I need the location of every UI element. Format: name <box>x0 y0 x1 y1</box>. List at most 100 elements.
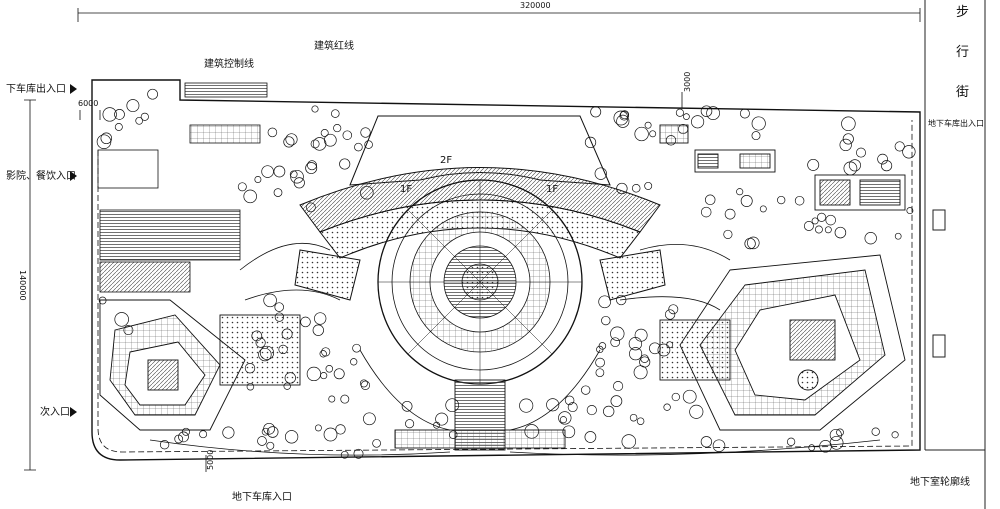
tree-symbol <box>665 135 677 146</box>
tree-symbol <box>261 165 274 178</box>
tree-symbol <box>255 337 266 348</box>
tree-symbol <box>340 450 349 459</box>
dimension-height: 140000 <box>18 270 27 301</box>
tree-symbol <box>864 232 877 245</box>
main-building <box>294 115 666 301</box>
tree-symbol <box>747 236 760 250</box>
tree-symbol <box>306 366 322 382</box>
tree-symbol <box>843 161 858 176</box>
tree-symbol <box>877 153 888 165</box>
tree-symbol <box>290 169 304 184</box>
tree-symbol <box>244 363 256 374</box>
arrow-garage-left <box>70 84 77 94</box>
label-floor-1f-right: 1F <box>546 184 559 195</box>
tree-symbol <box>263 293 277 308</box>
tree-symbol <box>808 444 816 451</box>
tree-symbol <box>668 304 679 315</box>
tree-symbol <box>562 425 576 439</box>
tree-symbol <box>102 107 117 122</box>
street-label-3: 街 <box>956 85 970 100</box>
tree-symbol <box>319 350 327 358</box>
tree-symbol <box>281 328 293 340</box>
tree-symbol <box>335 424 346 435</box>
entrance-garage-left: 下车库出入口 <box>6 84 66 95</box>
tree-symbol <box>123 325 134 336</box>
tree-symbol <box>759 205 767 213</box>
entrance-garage-bottom: 地下车库入口 <box>232 492 292 503</box>
tree-symbol <box>320 372 328 380</box>
tree-symbol <box>333 124 342 133</box>
dimension-setback-mid: 3000 <box>683 71 692 92</box>
tree-symbol <box>634 328 648 342</box>
tree-symbol <box>320 129 329 137</box>
tree-symbol <box>829 435 844 450</box>
tree-symbol <box>610 337 621 348</box>
tree-symbol <box>306 202 316 213</box>
tree-symbol <box>644 181 653 190</box>
pedestrian-street <box>924 0 986 509</box>
tree-symbol <box>323 427 338 442</box>
tree-symbol <box>639 356 651 368</box>
tree-symbol <box>906 207 914 215</box>
label-building-red-line: 建筑红线 <box>314 41 354 52</box>
tree-symbol <box>331 109 340 118</box>
tree-symbol <box>257 436 267 446</box>
tree-symbol <box>848 159 861 172</box>
dimension-lines <box>24 8 921 472</box>
tree-symbol <box>325 365 334 373</box>
tree-symbol <box>323 133 337 147</box>
tree-symbol <box>610 395 623 407</box>
tree-symbol <box>199 430 208 439</box>
tree-symbol <box>135 116 144 125</box>
tree-symbol <box>333 368 345 380</box>
tree-symbol <box>274 302 284 312</box>
tree-symbol <box>689 404 704 419</box>
tree-symbol <box>222 426 235 439</box>
tree-symbol <box>100 132 113 145</box>
tree-symbol <box>649 130 657 138</box>
tree-symbol <box>524 424 539 439</box>
tree-symbol <box>581 385 591 395</box>
tree-symbol <box>803 221 814 231</box>
tree-symbol <box>305 162 318 175</box>
tree-symbol <box>445 398 460 413</box>
tree-symbol <box>254 176 262 183</box>
tree-symbol <box>881 160 893 172</box>
tree-symbol <box>178 431 189 443</box>
tree-symbol <box>283 136 295 148</box>
tree-symbol <box>594 167 607 180</box>
street-label-2: 行 <box>956 45 970 60</box>
right-plaza <box>659 254 906 431</box>
south-axis-walk <box>394 379 566 451</box>
tree-symbol <box>261 427 270 436</box>
tree-symbol <box>359 379 368 388</box>
tree-symbol <box>314 424 322 432</box>
tree-symbol <box>664 309 676 320</box>
tree-symbol <box>567 402 578 413</box>
top-left-courtyard <box>97 82 268 293</box>
tree-symbol <box>777 195 786 205</box>
tree-symbol <box>114 123 123 131</box>
tree-symbol <box>350 358 358 366</box>
tree-symbol <box>657 343 671 357</box>
tree-symbol <box>817 212 827 222</box>
tree-symbol <box>678 124 689 135</box>
tree-symbol <box>360 185 374 200</box>
tree-symbol <box>519 398 534 413</box>
tree-symbol <box>307 160 317 171</box>
tree-symbol <box>712 439 726 452</box>
tree-symbol <box>310 139 320 149</box>
tree-symbol <box>839 138 852 152</box>
tree-symbol <box>246 382 255 391</box>
tree-symbol <box>586 405 597 416</box>
tree-symbol <box>704 194 716 206</box>
tree-symbol <box>360 380 371 390</box>
tree-symbol <box>273 188 283 197</box>
tree-symbol <box>114 312 129 327</box>
tree-symbol <box>619 111 629 121</box>
tree-symbol <box>342 130 353 140</box>
tree-symbol <box>300 316 311 328</box>
tree-symbol <box>266 441 275 450</box>
tree-symbol <box>289 170 298 179</box>
tree-symbol <box>312 137 327 151</box>
